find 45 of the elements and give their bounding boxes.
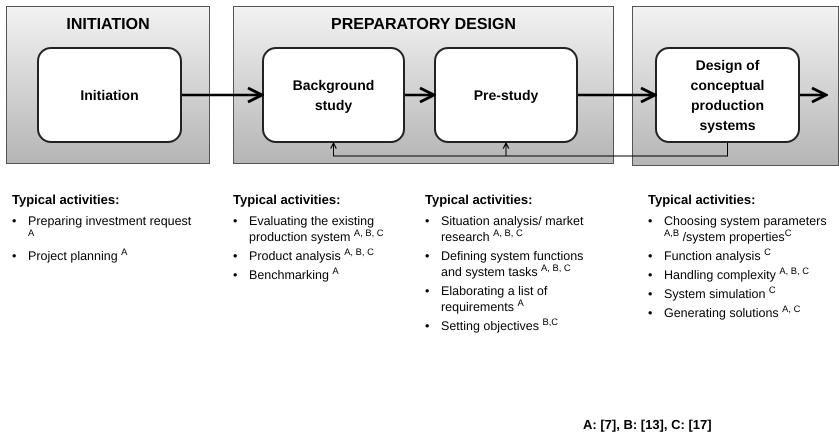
bullet: •	[648, 304, 654, 320]
process-box: Design of conceptual production systems	[655, 47, 800, 143]
activity-item: Situation analysis/ market research $^{A, B, C}$	[441, 212, 584, 244]
activity-item: Evaluating the existing production system $^{A, B, C}$	[249, 212, 385, 244]
activity-item: Function analysis $^{C}$	[664, 248, 771, 264]
activity-item: System simulation $^{C}$	[664, 286, 776, 302]
process-box: Background study	[262, 47, 405, 143]
bullet: •	[233, 248, 238, 264]
bullet: •	[425, 318, 430, 334]
bullet: •	[648, 286, 654, 302]
activity-item: Defining system functions and system tasks $^{A, B, C}$	[441, 248, 584, 280]
activity-item: Handling complexity $^{A, B, C}$	[664, 266, 809, 282]
phase-title: INITIATION	[65, 15, 151, 35]
bullet: •	[233, 266, 238, 282]
arrow	[578, 86, 656, 104]
activity-item: Product analysis $^{A, B, C}$	[249, 248, 374, 264]
list-heading: Typical activities:	[648, 191, 756, 209]
activity-item: Project planning $^{A}$	[28, 248, 128, 264]
bullet: •	[648, 266, 654, 282]
activity-item: Generating solutions $^{A, C}$	[664, 304, 800, 320]
bullet: •	[12, 212, 18, 230]
list-heading: Typical activities:	[12, 191, 120, 209]
process-box: Pre-study	[434, 47, 578, 143]
bullet: •	[425, 248, 430, 264]
bullet: •	[648, 212, 654, 230]
arrow	[405, 86, 436, 104]
bullet: •	[12, 248, 18, 264]
bullet: •	[425, 282, 430, 300]
list-heading: Typical activities:	[233, 191, 342, 209]
list-heading: Typical activities:	[425, 191, 534, 209]
activity-item: Benchmarking $^{A}$	[249, 266, 339, 282]
phase-panel	[632, 6, 839, 166]
arrow	[800, 86, 828, 104]
arrow	[182, 86, 264, 104]
activity-item: Setting objectives $^{B,C}$	[441, 318, 558, 334]
activity-item: Choosing system parameters $^{A,B}$ /system properties$^{C}$	[664, 212, 828, 244]
bullet: •	[425, 212, 430, 230]
reference-note: A: [7], B: [13], C: [17]	[583, 416, 712, 434]
bullet: •	[233, 212, 238, 230]
process-box: Initiation	[37, 47, 182, 143]
bullet: •	[648, 248, 654, 264]
phase-panel	[6, 6, 210, 164]
activity-item: Elaborating a list of requirements $^{A}$	[441, 282, 548, 314]
phase-panel	[233, 6, 614, 164]
phase-title: PREPARATORY DESIGN	[330, 15, 517, 35]
